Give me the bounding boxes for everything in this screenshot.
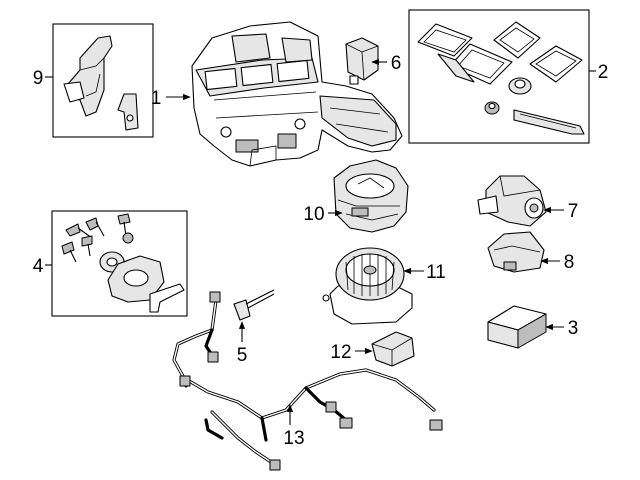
- callout-11: 11: [403, 262, 446, 283]
- callout-13-label: 13: [283, 428, 304, 449]
- part-2-grommet: [508, 77, 532, 95]
- part-1-hvac-housing[interactable]: [191, 21, 403, 167]
- callout-6-label: 6: [391, 53, 402, 74]
- part-4-actuator: [107, 255, 185, 313]
- callout-2: 2: [589, 62, 608, 83]
- callout-12-label: 12: [330, 342, 351, 363]
- part-4-group[interactable]: [51, 210, 188, 317]
- part-9-group[interactable]: [52, 23, 154, 138]
- callout-4: 4: [33, 256, 52, 277]
- part-11-blower-motor[interactable]: [322, 247, 413, 325]
- part-4-box: [51, 210, 188, 317]
- callout-9: 9: [33, 68, 53, 89]
- callout-8: 8: [540, 252, 575, 273]
- callout-5: 5: [237, 321, 248, 366]
- part-10-blower-housing[interactable]: [333, 159, 409, 233]
- callout-3: 3: [545, 318, 579, 339]
- part-7-sensor[interactable]: [477, 175, 547, 227]
- callout-11-label: 11: [426, 262, 446, 283]
- part-2-clip: [484, 101, 500, 115]
- callout-6: 6: [371, 53, 402, 74]
- part-13-harness[interactable]: [172, 291, 443, 471]
- callout-12: 12: [330, 342, 373, 363]
- part-6-actuator[interactable]: [345, 37, 379, 85]
- callout-5-label: 5: [237, 345, 248, 366]
- part-2-box: [408, 9, 590, 144]
- callout-10: 10: [303, 204, 343, 225]
- part-4-pins: [61, 213, 131, 263]
- callout-10-label: 10: [303, 204, 324, 225]
- part-12-resistor[interactable]: [371, 331, 415, 367]
- callout-1-label: 1: [151, 88, 162, 109]
- part-8-cover[interactable]: [487, 231, 545, 273]
- part-2-filter-pair: [417, 23, 513, 85]
- callout-13: 13: [283, 404, 305, 449]
- callout-8-label: 8: [564, 252, 575, 273]
- part-2-strip-seal: [513, 109, 585, 135]
- part-9-bracket: [63, 35, 139, 131]
- callout-4-label: 4: [33, 256, 44, 277]
- part-9-box: [52, 23, 154, 138]
- callout-1: 1: [151, 88, 191, 109]
- callout-7-label: 7: [568, 201, 579, 222]
- callout-9-label: 9: [33, 68, 44, 89]
- part-2-square-seal: [493, 21, 541, 59]
- callout-3-label: 3: [568, 318, 579, 339]
- callout-7: 7: [543, 201, 579, 222]
- part-2-group[interactable]: [408, 9, 590, 144]
- part-5-sensor[interactable]: [233, 289, 275, 321]
- part-2-square-seal-b: [529, 45, 583, 83]
- part-3-filter-block[interactable]: [487, 305, 547, 349]
- callout-2-label: 2: [598, 62, 609, 83]
